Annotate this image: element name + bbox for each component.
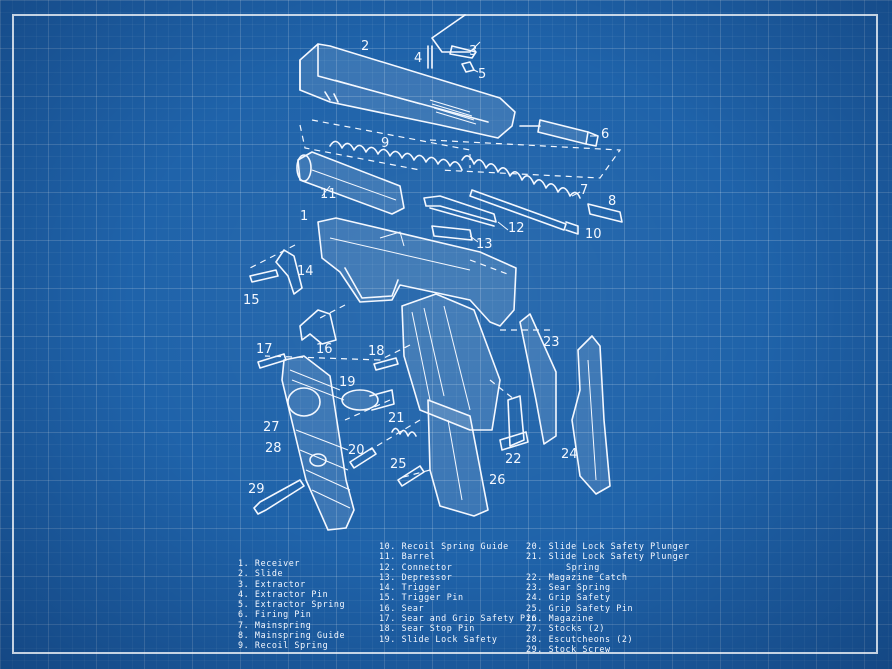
legend-item: 2. Slide xyxy=(238,568,284,579)
callout-29: 29 xyxy=(248,482,265,497)
callout-2: 2 xyxy=(361,39,370,54)
callout-6: 6 xyxy=(601,127,610,142)
magazine-catch-part xyxy=(499,395,529,451)
parts-legend-column-2: 10. Recoil Spring Guide 11. Barrel 12. C… xyxy=(379,541,537,644)
legend-item: 22. Magazine Catch xyxy=(526,571,628,582)
callout-18: 18 xyxy=(368,344,385,359)
receiver-part xyxy=(317,217,517,327)
callout-28: 28 xyxy=(265,441,282,456)
escutcheon-part xyxy=(309,453,327,467)
callout-1: 1 xyxy=(300,209,309,224)
legend-item-continuation: Spring xyxy=(566,561,600,572)
legend-item: 23. Sear Spring xyxy=(526,582,611,593)
legend-item: 27. Stocks (2) xyxy=(526,623,605,634)
callout-26: 26 xyxy=(489,473,506,488)
legend-item: 8. Mainspring Guide xyxy=(238,630,346,641)
callout-8: 8 xyxy=(608,194,617,209)
callout-7: 7 xyxy=(580,183,589,198)
legend-item: 29. Stock Screw xyxy=(526,643,611,654)
legend-item: 14. Trigger xyxy=(379,582,442,593)
legend-item: 16. Sear xyxy=(379,602,425,613)
legend-item: 13. Depressor xyxy=(379,571,453,582)
legend-item: 15. Trigger Pin xyxy=(379,592,464,603)
callout-23: 23 xyxy=(543,335,560,350)
callout-15: 15 xyxy=(243,293,260,308)
callout-20: 20 xyxy=(348,443,365,458)
frame-grip-part xyxy=(401,293,501,431)
legend-item: 6. Firing Pin xyxy=(238,609,312,620)
legend-item: 3. Extractor xyxy=(238,578,306,589)
legend-item: 5. Extractor Spring xyxy=(238,599,346,610)
legend-item: 4. Extractor Pin xyxy=(238,588,329,599)
legend-item: 20. Slide Lock Safety Plunger xyxy=(526,541,690,551)
callout-4: 4 xyxy=(414,51,423,66)
stock-screw-part xyxy=(253,479,305,515)
legend-item: 26. Magazine xyxy=(526,613,594,624)
connector-part xyxy=(423,195,497,227)
legend-item: 21. Slide Lock Safety Plunger xyxy=(526,551,690,562)
callout-16: 16 xyxy=(316,342,333,357)
callout-12: 12 xyxy=(508,221,525,236)
callout-19: 19 xyxy=(339,375,356,390)
callout-24: 24 xyxy=(561,447,578,462)
grip-safety-pin-part xyxy=(397,465,425,487)
sear-part xyxy=(299,309,337,345)
callout-17: 17 xyxy=(256,342,273,357)
callout-11: 11 xyxy=(320,187,337,202)
slide-lock-safety-part xyxy=(341,389,395,411)
legend-item: 9. Recoil Spring xyxy=(238,640,329,651)
stock-part xyxy=(281,355,355,531)
sear-stop-pin-part xyxy=(373,357,399,371)
depressor-part xyxy=(431,225,473,241)
slide-part xyxy=(299,43,516,139)
legend-item: 28. Escutcheons (2) xyxy=(526,633,634,644)
slide-lock-safety-plunger-part xyxy=(349,447,377,469)
legend-item: 25. Grip Safety Pin xyxy=(526,602,634,613)
callout-25: 25 xyxy=(390,457,407,472)
callout-9: 9 xyxy=(381,136,390,151)
mainspring-guide-part xyxy=(587,203,623,223)
legend-item: 19. Slide Lock Safety xyxy=(379,633,498,644)
callout-27: 27 xyxy=(263,420,280,435)
legend-item: 10. Recoil Spring Guide xyxy=(379,541,509,551)
parts-legend-column-3: 20. Slide Lock Safety Plunger 21. Slide … xyxy=(526,541,690,654)
callout-13: 13 xyxy=(476,237,493,252)
recoil-spring-guide-part xyxy=(469,189,579,235)
blueprint-border-frame xyxy=(12,14,878,654)
barrel-part xyxy=(296,151,405,215)
mainspring-part xyxy=(461,155,581,199)
callout-14: 14 xyxy=(297,264,314,279)
slide-lock-safety-plunger-spring-part xyxy=(391,427,417,437)
legend-item: 24. Grip Safety xyxy=(526,592,611,603)
trigger-part xyxy=(275,249,303,295)
callout-21: 21 xyxy=(388,411,405,426)
legend-item: 7. Mainspring xyxy=(238,619,312,630)
callout-10: 10 xyxy=(585,227,602,242)
callout-3: 3 xyxy=(469,44,478,59)
legend-item: 17. Sear and Grip Safety Pin xyxy=(379,613,537,624)
legend-item: 1. Receiver xyxy=(238,558,301,568)
legend-item: 11. Barrel xyxy=(379,551,436,562)
recoil-spring-part xyxy=(329,140,463,171)
callout-22: 22 xyxy=(505,452,522,467)
callout-5: 5 xyxy=(478,67,487,82)
firing-pin-part xyxy=(519,119,599,147)
legend-item: 12. Connector xyxy=(379,561,453,572)
trigger-pin-part xyxy=(249,269,279,283)
magazine-part xyxy=(427,399,489,517)
parts-legend-column-1: 1. Receiver 2. Slide 3. Extractor 4. Ext… xyxy=(238,558,345,651)
grip-safety-part xyxy=(571,335,611,495)
legend-item: 18. Sear Stop Pin xyxy=(379,623,475,634)
sear-spring-part xyxy=(519,313,557,445)
